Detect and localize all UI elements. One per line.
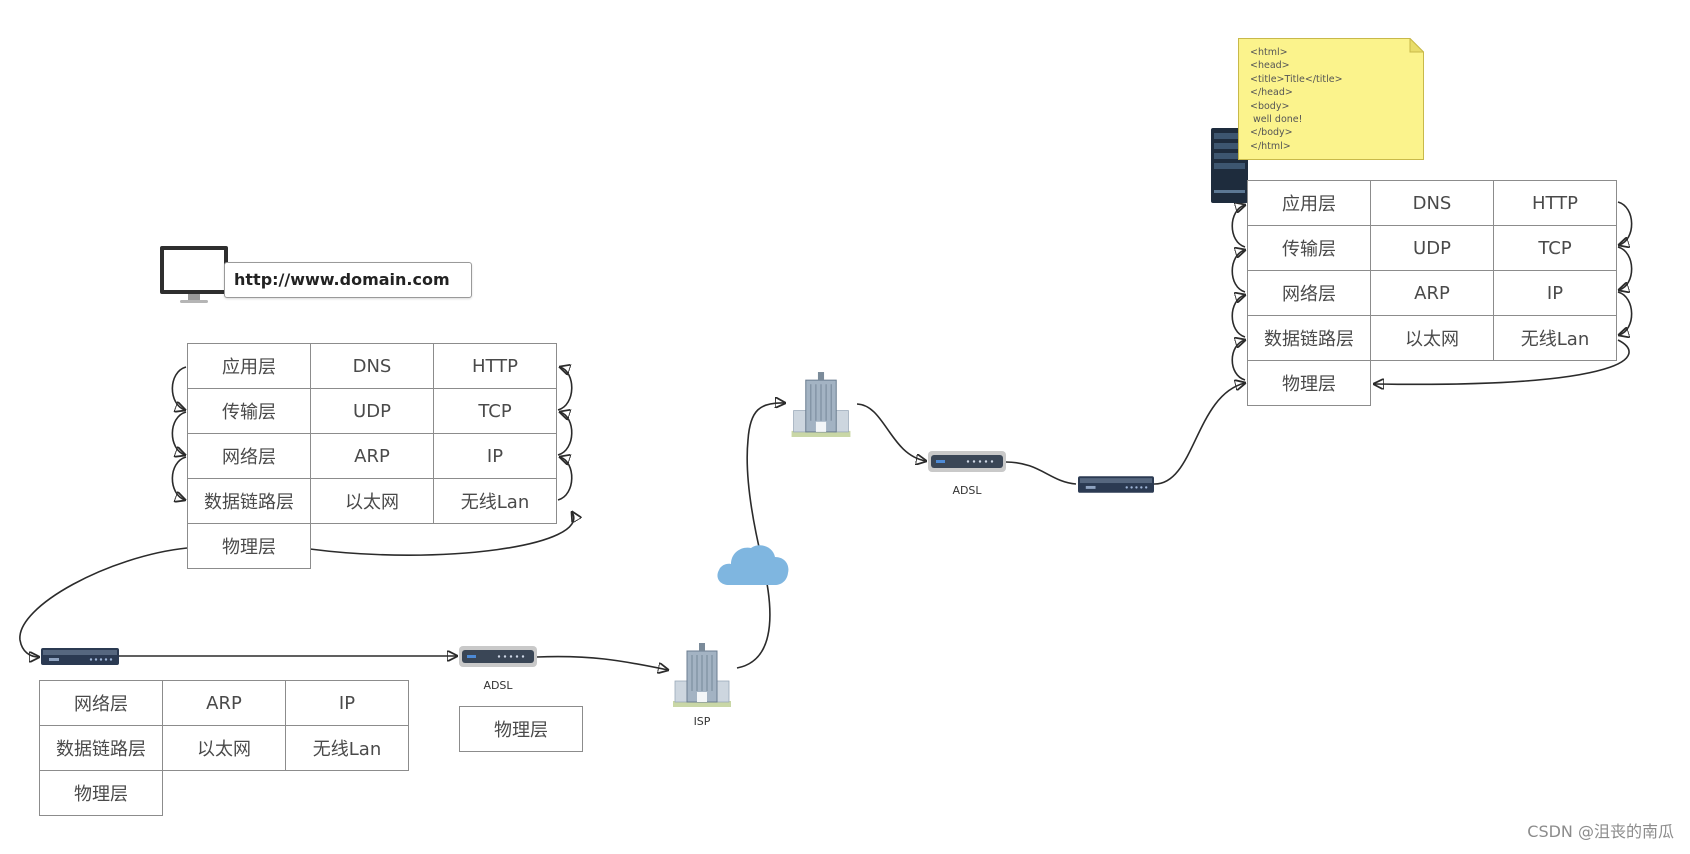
protocol-name: 无线Lan (433, 478, 557, 524)
protocol-name: ARP (1370, 270, 1494, 316)
protocol-name: 以太网 (1370, 315, 1494, 361)
protocol-name: ARP (162, 680, 286, 726)
protocol-name: 以太网 (310, 478, 434, 524)
client-down-arrow (171, 366, 186, 410)
cloud-icon (717, 545, 789, 585)
client-protocol-stack: 应用层 DNS HTTP 传输层 UDP TCP 网络层 ARP IP 数据链路… (187, 343, 557, 569)
client-down-arrow (171, 456, 186, 500)
note-line: </head> (1250, 87, 1293, 99)
protocol-name: IP (1493, 270, 1617, 316)
building-to-adsl-arrow (856, 403, 926, 461)
note-line: <head> (1250, 60, 1290, 72)
adsl-label: ADSL (483, 679, 513, 692)
protocol-name: TCP (1493, 225, 1617, 271)
server-up-arrow (1231, 340, 1245, 381)
layer-name: 物理层 (187, 523, 311, 569)
adsl-to-switch-arrow (1005, 461, 1077, 485)
protocol-name: TCP (433, 388, 557, 434)
switch-icon (1078, 476, 1154, 493)
protocol-name: ARP (310, 433, 434, 479)
router-protocol-stack: 网络层 ARP IP 数据链路层 以太网 无线Lan 物理层 (39, 680, 409, 816)
protocol-name: 以太网 (162, 725, 286, 771)
protocol-name: DNS (1370, 180, 1494, 226)
server-up-arrow (1231, 250, 1245, 293)
layer-name: 网络层 (1247, 270, 1371, 316)
layer-name: 应用层 (1247, 180, 1371, 226)
building-icon (791, 372, 851, 437)
note-line: <title>Title</title> (1250, 73, 1343, 85)
layer-name: 网络层 (187, 433, 311, 479)
protocol-name: UDP (310, 388, 434, 434)
client-physical-return-arrow (309, 512, 574, 556)
isp-to-building-arrow (736, 403, 785, 669)
layer-name: 传输层 (187, 388, 311, 434)
protocol-name: 无线Lan (1493, 315, 1617, 361)
url-box: http://www.domain.com (224, 262, 472, 298)
switch-to-server-arrow (1153, 383, 1245, 485)
layer-name: 网络层 (39, 680, 163, 726)
protocol-name: IP (433, 433, 557, 479)
client-up-arrow (558, 457, 573, 501)
layer-name: 传输层 (1247, 225, 1371, 271)
client-up-arrow (558, 412, 573, 456)
note-text: <html><head><title>Title</title></head><… (1250, 46, 1343, 153)
protocol-name: IP (285, 680, 409, 726)
adsl-modem-icon (928, 451, 1006, 472)
client-down-arrow (171, 411, 186, 455)
server-down-arrow (1618, 201, 1633, 245)
layer-name: 应用层 (187, 343, 311, 389)
layer-name: 数据链路层 (1247, 315, 1371, 361)
modem-protocol-stack: 物理层 (459, 706, 583, 752)
adsl-to-isp-arrow (536, 655, 668, 670)
adsl-label: ADSL (952, 484, 982, 497)
adsl-modem-icon (459, 646, 537, 667)
note-line: <body> (1250, 100, 1290, 112)
server-up-arrow (1231, 205, 1245, 248)
note-line: </body> (1250, 127, 1293, 139)
isp-label: ISP (693, 715, 711, 728)
protocol-name: DNS (310, 343, 434, 389)
layer-name: 数据链路层 (187, 478, 311, 524)
html-note: <html><head><title>Title</title></head><… (1238, 38, 1424, 160)
layer-name: 物理层 (1247, 360, 1371, 406)
server-up-arrow (1231, 295, 1245, 338)
monitor-icon (160, 246, 235, 306)
protocol-name: HTTP (433, 343, 557, 389)
layer-name: 物理层 (459, 706, 583, 752)
protocol-name: UDP (1370, 225, 1494, 271)
client-up-arrow (558, 367, 573, 411)
layer-name: 物理层 (39, 770, 163, 816)
note-line: <html> (1250, 47, 1288, 58)
switch-icon (41, 648, 119, 665)
server-physical-return-arrow (1374, 339, 1630, 384)
server-protocol-stack: 应用层 DNS HTTP 传输层 UDP TCP 网络层 ARP IP 数据链路… (1247, 180, 1617, 406)
note-line: well done! (1250, 114, 1303, 126)
server-down-arrow (1618, 246, 1633, 290)
note-fold-icon (1238, 38, 1424, 160)
watermark: CSDN @沮丧的南瓜 (1527, 822, 1674, 841)
protocol-name: 无线Lan (285, 725, 409, 771)
client-to-switch-arrow (19, 547, 188, 657)
layer-name: 数据链路层 (39, 725, 163, 771)
server-down-arrow (1618, 291, 1633, 335)
note-line: </html> (1250, 140, 1291, 152)
isp-building-icon (673, 643, 731, 707)
protocol-name: HTTP (1493, 180, 1617, 226)
